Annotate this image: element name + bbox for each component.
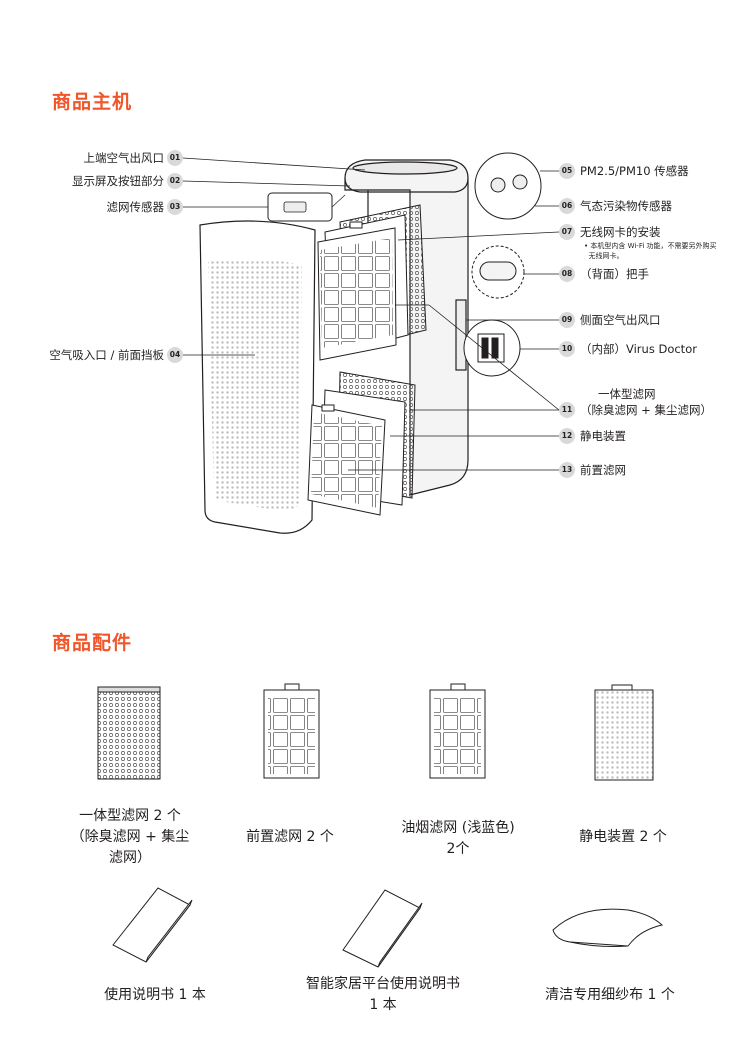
part-11-label-line2: （除臭滤网 + 集尘滤网） (580, 403, 712, 417)
main-unit-title: 商品主机 (52, 91, 133, 113)
part-04-badge: 04 (167, 347, 183, 363)
accessory-oil-smoke-filter: 油烟滤网 (浅蓝色) 2个 (401, 820, 515, 857)
part-10-badge: 10 (559, 341, 575, 357)
part-09-badge: 09 (559, 312, 575, 328)
upper-filter-stack (317, 204, 427, 361)
accessory-integrated-filter: 一体型滤网 2 个 （除臭滤网 + 集尘 滤网） (70, 808, 190, 866)
accessory-electrostatic-device: 静电装置 2 个 (579, 829, 667, 845)
part-01-label: 上端空气出风口 (83, 151, 165, 165)
accessory-pre-filter: 前置滤网 2 个 (246, 829, 334, 845)
part-01-badge: 01 (167, 150, 183, 166)
part-12-badge: 12 (559, 428, 575, 444)
smarthome-manual-image (342, 889, 423, 968)
part-04-label: 空气吸入口 / 前面挡板 (49, 348, 164, 362)
front-panel (199, 220, 316, 534)
accessories-title: 商品配件 (52, 632, 133, 654)
part-03-badge: 03 (167, 199, 183, 215)
pre-filter-image (263, 683, 320, 779)
part-07-note-line2: 无线网卡。 (584, 252, 624, 260)
oil-smoke-filter-image (429, 683, 486, 779)
part-07-badge: 07 (559, 224, 575, 240)
part-05-badge: 05 (559, 163, 575, 179)
part-02-badge: 02 (167, 173, 183, 189)
handle-detail-circle (471, 245, 525, 299)
part-08-badge: 08 (559, 266, 575, 282)
part-10-label: （内部）Virus Doctor (580, 342, 697, 356)
part-09-label: 侧面空气出风口 (580, 313, 661, 327)
sensor-detail-circle (474, 152, 542, 220)
virus-doctor-detail-circle (463, 319, 521, 377)
part-13-label: 前置滤网 (580, 463, 626, 477)
leader-lines (182, 157, 560, 471)
electrostatic-device-image (594, 684, 654, 781)
part-11-badge: 11 (559, 402, 575, 418)
part-12-label: 静电装置 (580, 429, 626, 443)
filter-sensor-callout (267, 192, 346, 222)
user-manual-image (112, 887, 193, 963)
part-03-label: 滤网传感器 (106, 200, 165, 214)
purifier-body (344, 159, 469, 496)
part-13-badge: 13 (559, 462, 575, 478)
part-07-note-line1: • 本机型内含 Wi-Fi 功能，不需要另外购买 (584, 242, 717, 250)
part-02-label: 显示屏及按钮部分 (72, 174, 164, 188)
part-05-label: PM2.5/PM10 传感器 (580, 164, 689, 178)
purifier-exploded-diagram (182, 152, 560, 534)
accessory-cleaning-cloth: 清洁专用细纱布 1 个 (545, 987, 675, 1003)
part-08-label: （背面）把手 (580, 267, 649, 281)
part-06-label: 气态污染物传感器 (580, 199, 672, 213)
integrated-filter-image (97, 686, 161, 780)
part-07-label: 无线网卡的安装 (580, 225, 661, 239)
part-11-label-line1: 一体型滤网 (598, 387, 656, 401)
cleaning-cloth-image (552, 908, 664, 947)
accessory-smarthome-manual: 智能家居平台使用说明书 1 本 (306, 976, 460, 1013)
part-06-badge: 06 (559, 198, 575, 214)
lower-filter-stack (307, 371, 416, 516)
accessory-user-manual: 使用说明书 1 本 (104, 987, 206, 1003)
